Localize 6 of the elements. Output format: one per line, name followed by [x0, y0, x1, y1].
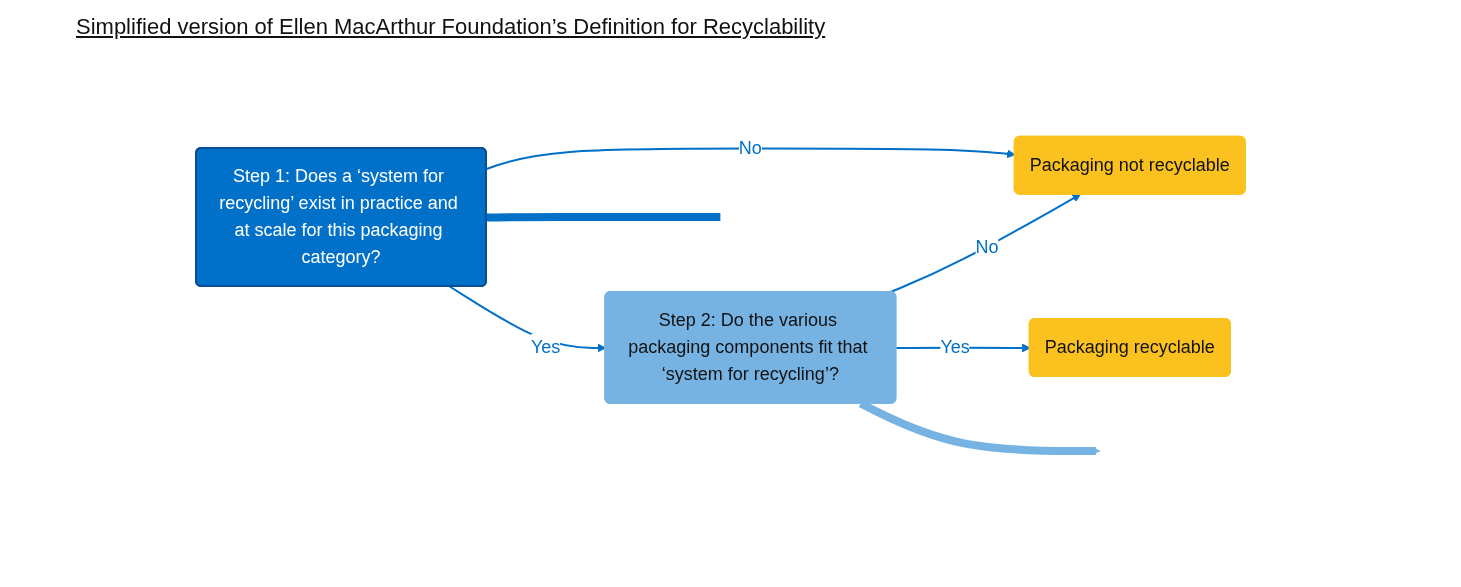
- edge-label: No: [975, 236, 999, 257]
- edge-label: No: [738, 137, 762, 158]
- diagram-title: Simplified version of Ellen MacArthur Foundation’s Definition for Recyclability: [76, 14, 827, 40]
- edge-label: Yes: [530, 336, 560, 357]
- connector: [486, 212, 720, 221]
- edge-label: Yes: [939, 336, 970, 357]
